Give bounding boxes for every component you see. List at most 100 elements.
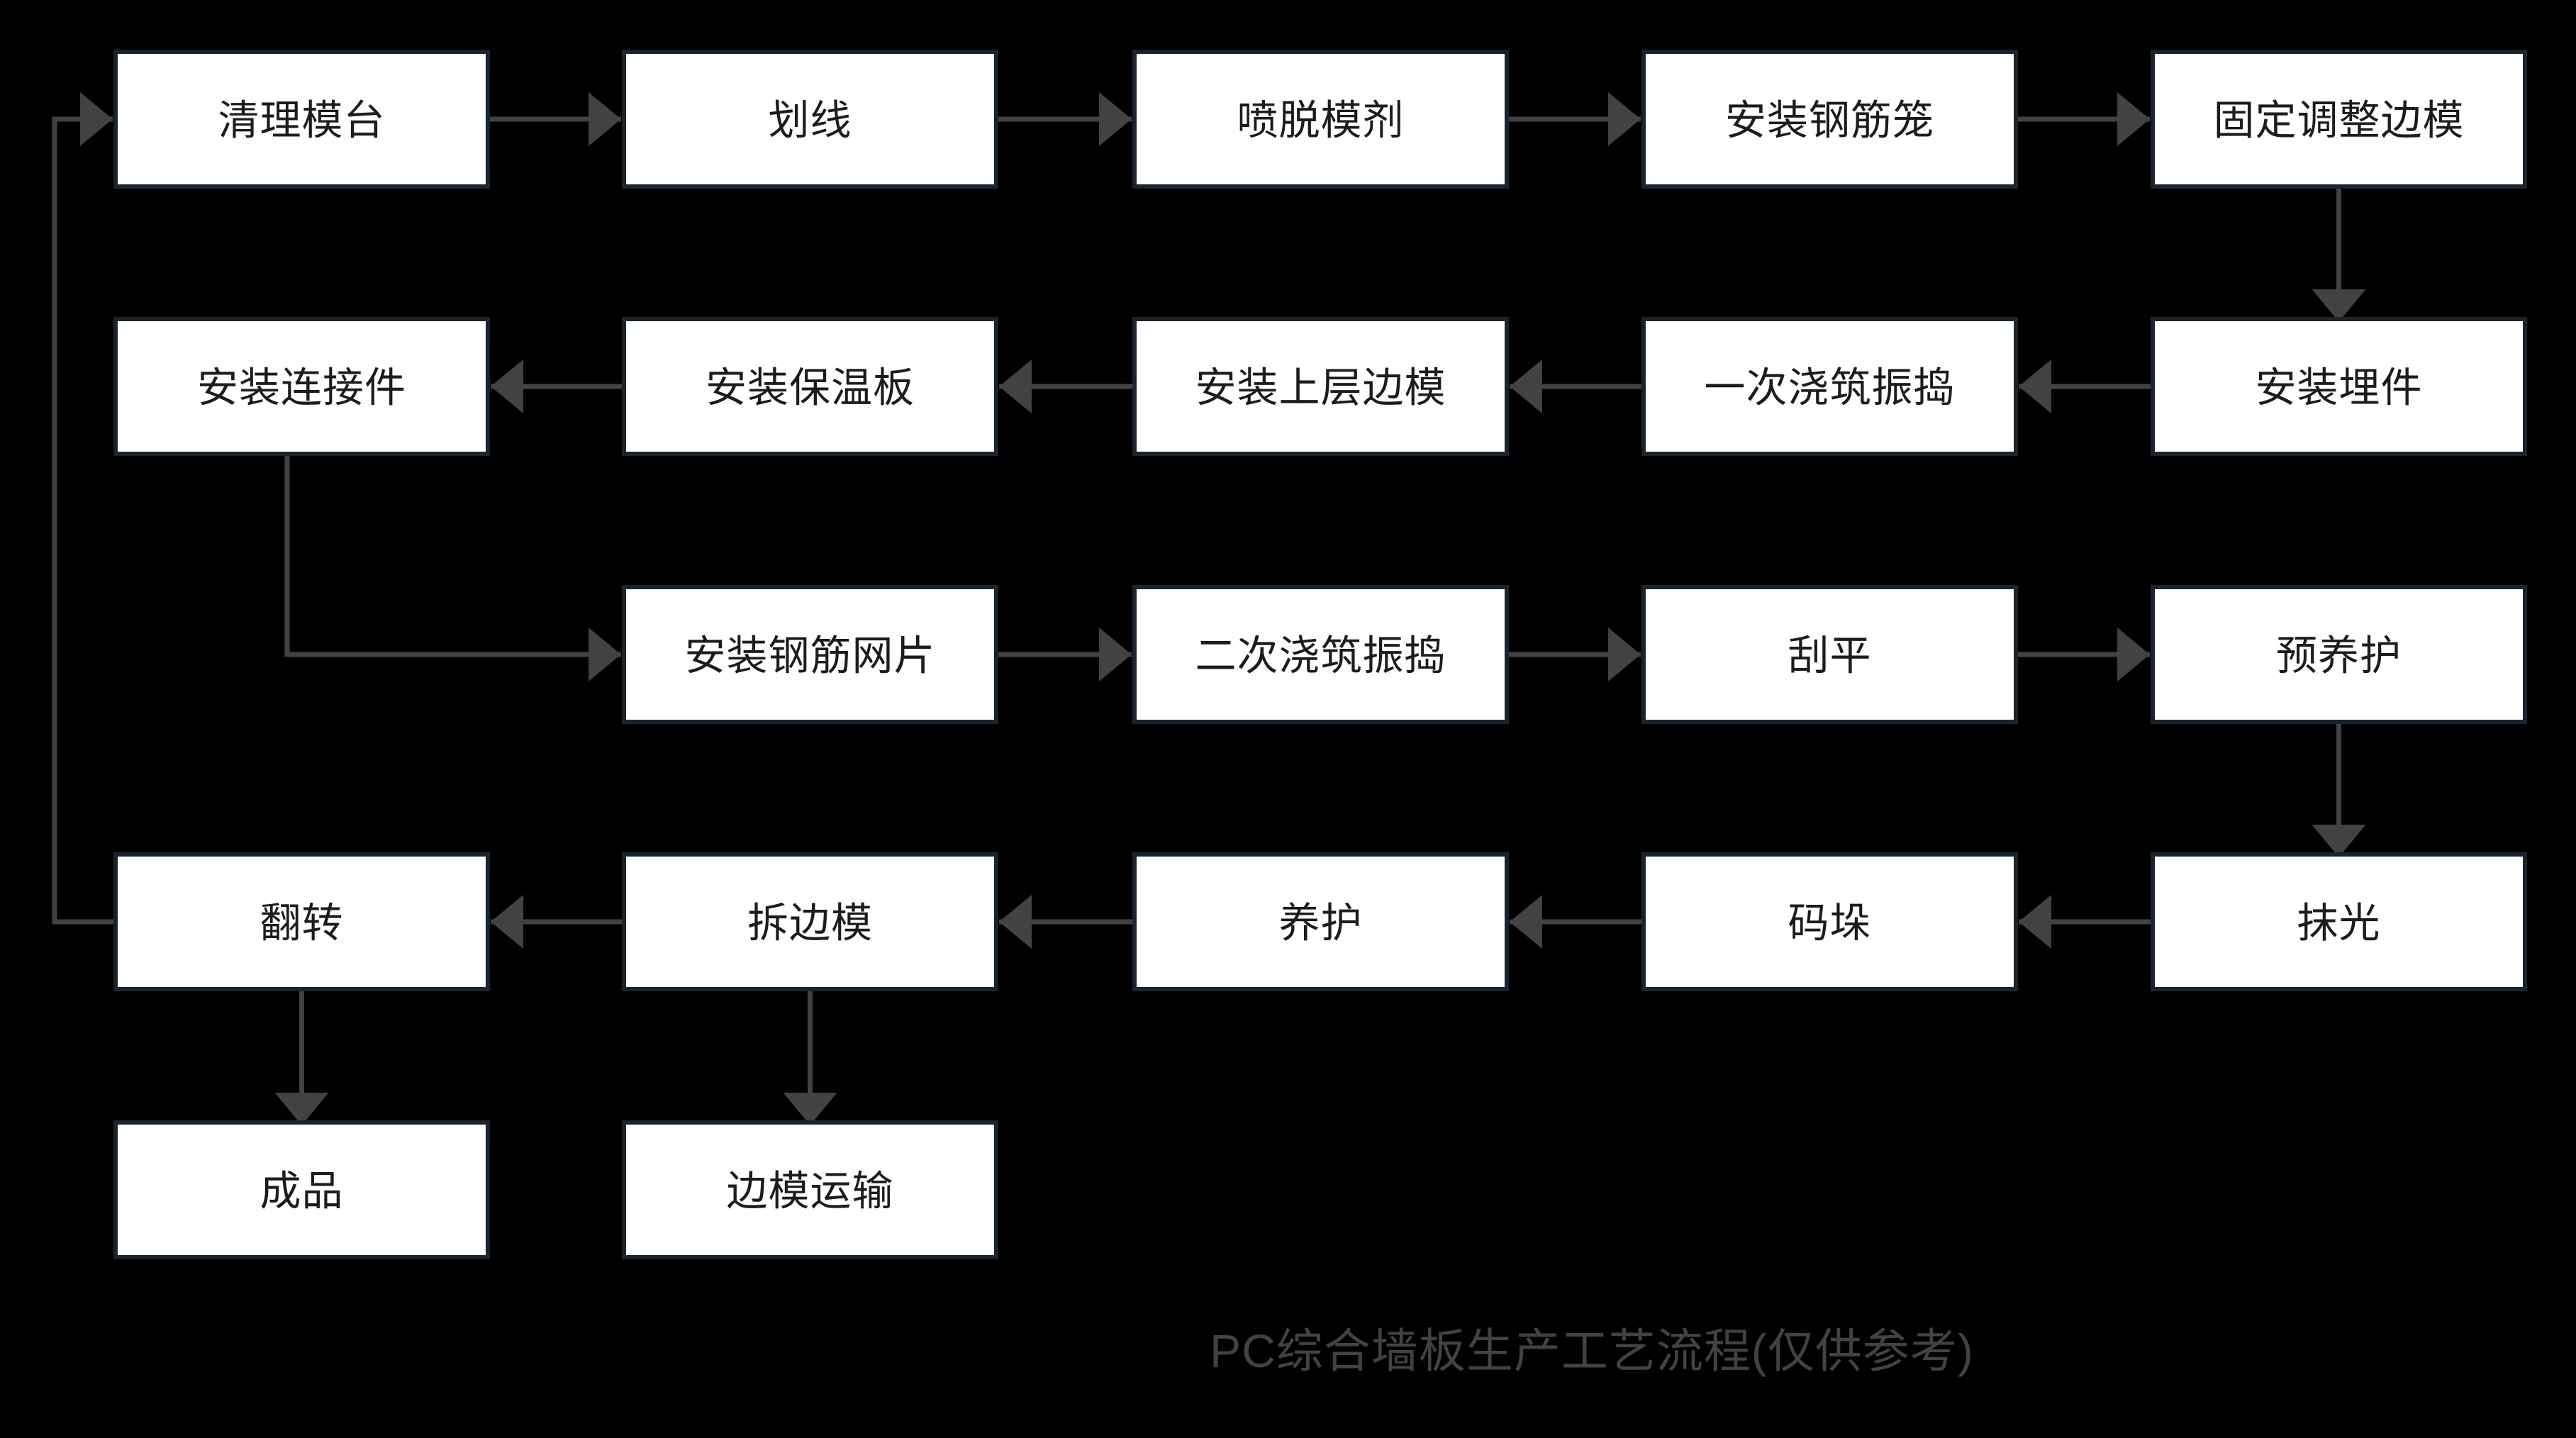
process-node-box[interactable]	[2151, 852, 2527, 991]
edge-arrowhead	[1099, 628, 1132, 681]
process-node-label: 安装埋件	[2255, 365, 2422, 411]
process-node-label: 安装钢筋网片	[684, 633, 935, 679]
process-node[interactable]: 清理模台	[113, 50, 490, 189]
edge-n02-to-n03	[996, 92, 1132, 146]
process-node[interactable]: 安装钢筋笼	[1641, 50, 2018, 189]
edge-arrowhead	[491, 360, 523, 413]
edge-n01-to-n02	[488, 92, 621, 146]
process-node[interactable]: 养护	[1132, 852, 1509, 991]
process-node[interactable]: 一次浇筑振捣	[1641, 317, 2018, 456]
process-node-box[interactable]	[2151, 585, 2527, 724]
process-node-label: 二次浇筑振捣	[1195, 633, 1446, 679]
edge-n12-to-n13	[1507, 628, 1641, 681]
edge-arrowhead	[1099, 92, 1132, 146]
process-node-box[interactable]	[622, 317, 998, 456]
edge-arrowhead	[1608, 92, 1641, 146]
edge-n08-to-n07	[999, 360, 1134, 413]
edge-arrowhead	[2312, 289, 2366, 322]
edge-n16-to-n21	[783, 989, 837, 1125]
process-node-box[interactable]	[1132, 852, 1509, 991]
process-node[interactable]: 安装保温板	[622, 317, 998, 456]
process-node-label: 码垛	[1788, 901, 1871, 947]
process-node-box[interactable]	[1641, 317, 2018, 456]
edge-arrowhead	[1510, 360, 1542, 413]
process-node-label: 翻转	[260, 901, 343, 947]
process-node[interactable]: 拆边模	[622, 852, 998, 991]
edge-n05-to-n10	[2312, 186, 2366, 322]
process-node-box[interactable]	[1641, 852, 2018, 991]
process-node-box[interactable]	[113, 1120, 490, 1259]
edge-layer	[52, 92, 2366, 1125]
process-node-box[interactable]	[1132, 317, 1509, 456]
edge-n13-to-n14	[2016, 628, 2150, 681]
process-node[interactable]: 码垛	[1641, 852, 2018, 991]
process-node[interactable]: 安装上层边模	[1132, 317, 1509, 456]
edge-n07-to-n06	[491, 360, 624, 413]
edge-arrowhead	[589, 92, 621, 146]
process-node[interactable]: 安装钢筋网片	[622, 585, 998, 724]
process-node-box[interactable]	[622, 585, 998, 724]
process-node-box[interactable]	[2151, 50, 2527, 189]
edge-arrowhead	[1608, 628, 1641, 681]
edge-arrowhead	[2312, 825, 2366, 857]
process-node-label: 安装钢筋笼	[1725, 98, 1934, 144]
process-node-box[interactable]	[113, 317, 490, 456]
process-node-label: 抹光	[2297, 901, 2380, 947]
process-node[interactable]: 成品	[113, 1120, 490, 1259]
process-node-label: 划线	[768, 98, 852, 144]
process-node-box[interactable]	[113, 50, 490, 189]
edge-n17-to-n16	[999, 895, 1134, 949]
process-node[interactable]: 安装埋件	[2151, 317, 2527, 456]
edge-n18-to-n17	[1510, 895, 1644, 949]
edge-arrowhead	[2019, 895, 2051, 949]
process-node[interactable]: 划线	[622, 50, 998, 189]
edge-arrowhead	[1510, 895, 1542, 949]
process-node[interactable]: 预养护	[2151, 585, 2527, 724]
process-node-label: 安装上层边模	[1195, 365, 1446, 411]
process-node-label: 清理模台	[218, 98, 385, 144]
process-node-label: 边模运输	[726, 1169, 893, 1215]
process-node-box[interactable]	[1641, 585, 2018, 724]
edge-arrowhead	[2117, 92, 2150, 146]
process-node[interactable]: 固定调整边模	[2151, 50, 2527, 189]
process-node-label: 成品	[260, 1169, 343, 1215]
process-node-box[interactable]	[622, 852, 998, 991]
edge-arrowhead	[2117, 628, 2150, 681]
process-node-label: 安装保温板	[706, 365, 915, 411]
process-node-box[interactable]	[1641, 50, 2018, 189]
process-node[interactable]: 抹光	[2151, 852, 2527, 991]
edge-arrowhead	[491, 895, 523, 949]
edge-n15-to-n20	[274, 989, 329, 1125]
process-node[interactable]: 刮平	[1641, 585, 2018, 724]
edge-n16-to-n15	[491, 895, 624, 949]
edge-n03-to-n04	[1507, 92, 1641, 146]
edge-n15-to-n01-line	[52, 116, 116, 925]
process-node-box[interactable]	[2151, 317, 2527, 456]
process-node-label: 安装连接件	[197, 365, 406, 411]
edge-n06-to-n11-line	[284, 454, 621, 657]
process-node-label: 固定调整边模	[2213, 98, 2464, 144]
process-node-label: 预养护	[2276, 633, 2402, 679]
process-node[interactable]: 喷脱模剂	[1132, 50, 1509, 189]
process-node-box[interactable]	[1132, 585, 1509, 724]
process-node[interactable]: 二次浇筑振捣	[1132, 585, 1509, 724]
process-node-box[interactable]	[622, 1120, 998, 1259]
diagram-title: PC综合墙板生产工艺流程(仅供参考)	[1210, 1325, 1974, 1377]
process-node-box[interactable]	[622, 50, 998, 189]
edge-arrowhead	[999, 360, 1032, 413]
process-node-box[interactable]	[1132, 50, 1509, 189]
process-node-box[interactable]	[113, 852, 490, 991]
process-node[interactable]: 安装连接件	[113, 317, 490, 456]
process-node[interactable]: 翻转	[113, 852, 490, 991]
process-node[interactable]: 边模运输	[622, 1120, 998, 1259]
edge-n15-to-n01	[52, 92, 116, 925]
edge-n09-to-n08	[1510, 360, 1644, 413]
process-node-label: 刮平	[1788, 633, 1871, 679]
edge-arrowhead	[80, 92, 113, 146]
edge-arrowhead	[274, 1093, 329, 1125]
edge-n10-to-n09	[2019, 360, 2153, 413]
edge-n19-to-n18	[2019, 895, 2153, 949]
